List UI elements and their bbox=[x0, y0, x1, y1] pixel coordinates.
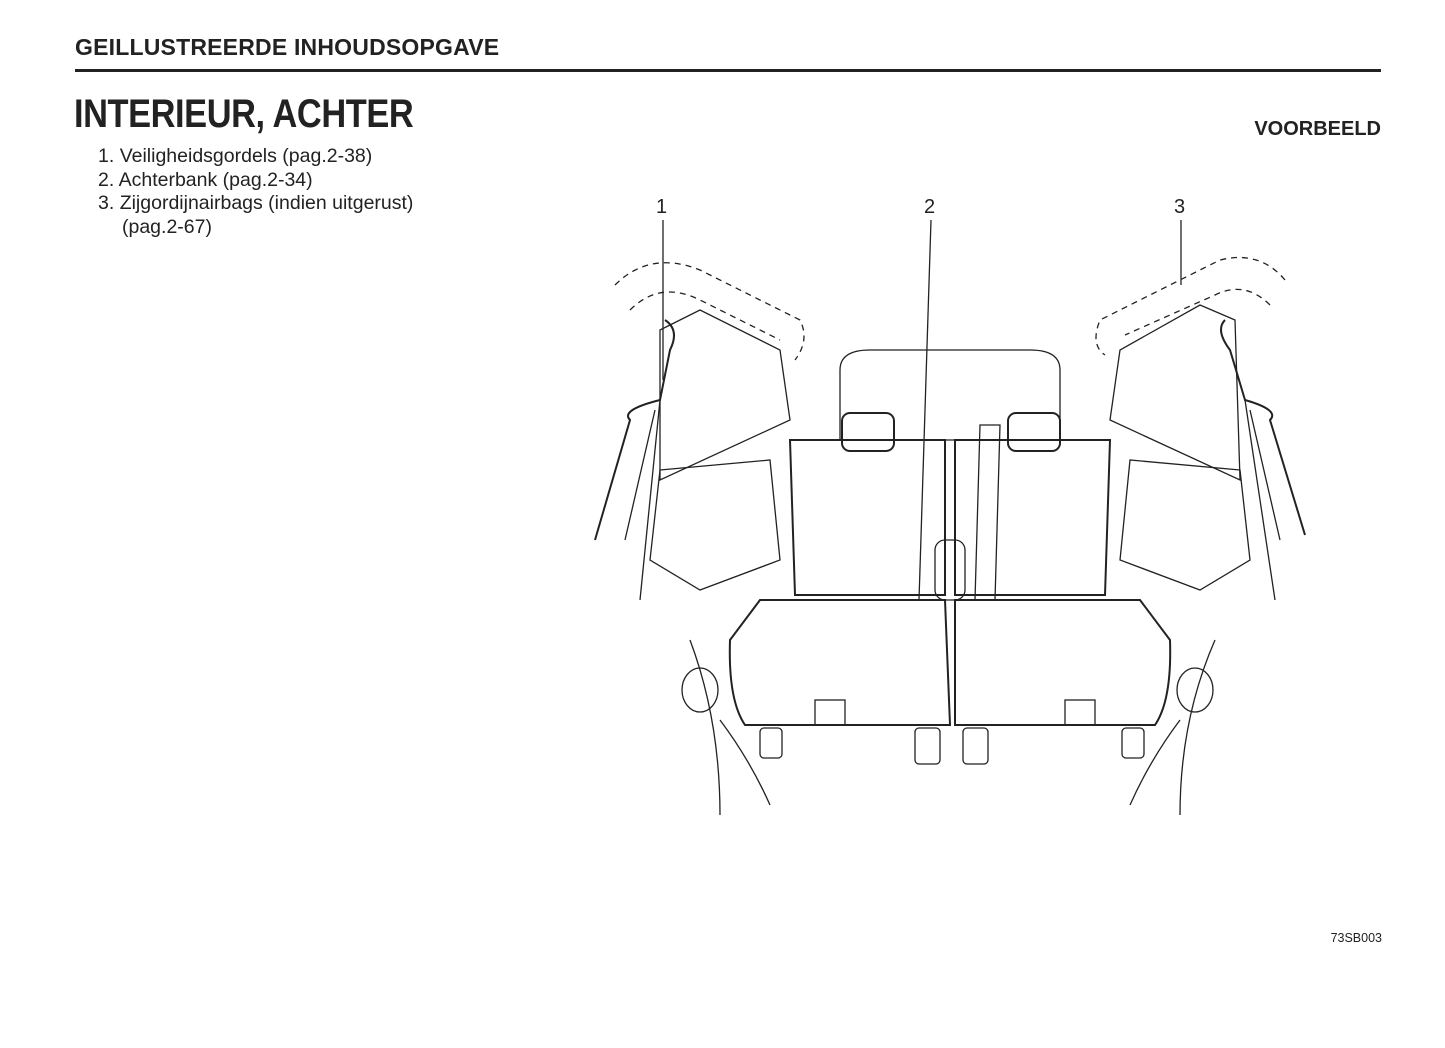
cushion-left bbox=[728, 599, 952, 726]
left-door-panel bbox=[649, 459, 781, 591]
item-list: 1. Veiligheidsgordels (pag.2-38) 2. Acht… bbox=[98, 145, 413, 239]
leader-line-2 bbox=[918, 219, 932, 601]
headrest-left bbox=[841, 412, 895, 452]
headrest-right bbox=[1007, 412, 1061, 452]
sample-label: VOORBEELD bbox=[1254, 118, 1381, 140]
item-number: 1. bbox=[98, 145, 115, 167]
right-door-panel bbox=[1119, 459, 1251, 591]
cushion-tab-right bbox=[1064, 699, 1096, 726]
left-wheel-arch bbox=[681, 667, 719, 713]
left-sill bbox=[689, 639, 721, 816]
cushion-tab-left bbox=[814, 699, 846, 726]
list-item: 2. Achterbank (pag.2-34) bbox=[98, 169, 413, 193]
page-title: INTERIEUR, ACHTER bbox=[74, 92, 414, 136]
right-sill bbox=[1179, 639, 1216, 816]
item-number: 3. bbox=[98, 192, 115, 214]
item-number: 2. bbox=[98, 168, 115, 191]
figure-code: 73SB003 bbox=[1330, 931, 1382, 945]
item-text: Veiligheidsgordels (pag.2-38) bbox=[119, 145, 373, 167]
list-item-continuation: (pag.2-67) bbox=[122, 215, 212, 238]
right-window bbox=[1109, 304, 1241, 482]
armrest bbox=[934, 539, 966, 601]
left-window bbox=[659, 309, 791, 482]
right-wheel-arch bbox=[1176, 667, 1214, 713]
item-text: Zijgordijnairbags (indien uitgerust) bbox=[119, 192, 414, 214]
rear-window bbox=[839, 349, 1061, 441]
item-text: Achterbank (pag.2-34) bbox=[118, 168, 313, 191]
header-rule bbox=[75, 69, 1381, 72]
section-header: GEILLUSTREERDE INHOUDSOPGAVE bbox=[75, 34, 500, 60]
backrest-right bbox=[954, 439, 1112, 596]
cushion-right bbox=[954, 599, 1172, 726]
right-seatbelt bbox=[1220, 319, 1306, 536]
center-seatbelt bbox=[974, 424, 1001, 601]
callout-1: 1 bbox=[656, 196, 668, 218]
callout-2: 2 bbox=[924, 196, 936, 218]
list-item: 3. Zijgordijnairbags (indien uitgerust) bbox=[98, 192, 413, 216]
curtain-airbag-right bbox=[1095, 256, 1286, 356]
callout-3: 3 bbox=[1174, 196, 1186, 218]
left-seatbelt bbox=[594, 319, 675, 541]
curtain-airbag-left bbox=[614, 262, 805, 361]
list-item: 1. Veiligheidsgordels (pag.2-38) bbox=[98, 145, 413, 169]
